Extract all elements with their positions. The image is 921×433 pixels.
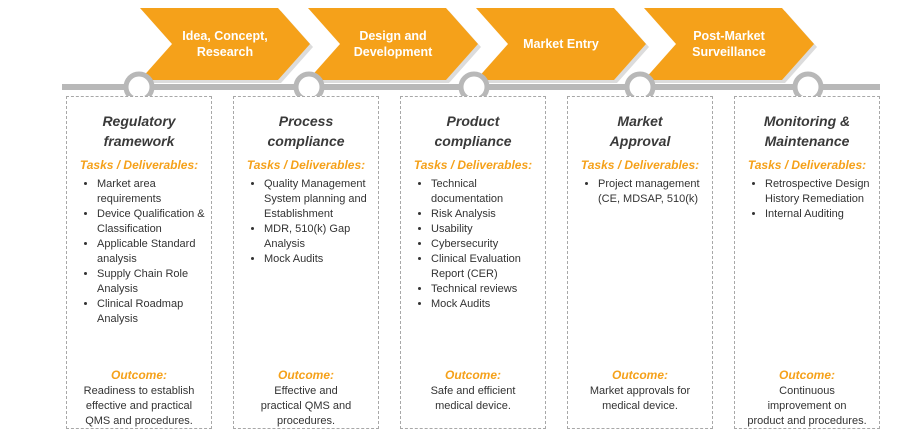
task-item: Retrospective Design History Remediation <box>765 177 875 207</box>
task-item: Mock Audits <box>431 297 541 312</box>
task-item: Internal Auditing <box>765 207 875 222</box>
task-item: Technical reviews <box>431 282 541 297</box>
phase-chevron-1 <box>140 8 310 80</box>
outcome-text: Readiness to establish effective and pra… <box>83 385 195 427</box>
task-item: Mock Audits <box>264 252 374 267</box>
outcome-heading: Outcome: <box>277 368 334 382</box>
phase-label-4: Post-Market Surveillance <box>692 29 766 59</box>
outcome-heading: Outcome: <box>611 368 668 382</box>
task-item: Device Qualification & Classification <box>97 207 207 237</box>
outcome-heading: Outcome: <box>778 368 835 382</box>
outcome-text: Market approvals for medical device. <box>589 385 691 412</box>
task-item: Applicable Standard analysis <box>97 237 207 267</box>
card-title: Process compliance <box>267 113 345 149</box>
outcome-text: Safe and efficient medical device. <box>430 385 516 412</box>
card-title: Monitoring & Maintenance <box>763 113 851 149</box>
task-item: Market area requirements <box>97 177 207 207</box>
card-regulatory-framework: Regulatory framework Tasks / Deliverable… <box>66 96 212 429</box>
task-item: Cybersecurity <box>431 237 541 252</box>
phase-label-3: Market Entry <box>523 37 599 51</box>
outcome-text: Continuous improvement on product and pr… <box>747 385 867 427</box>
phase-chevron-2 <box>308 8 478 80</box>
task-item: Technical documentation <box>431 177 541 207</box>
task-list: Technical documentation Risk Analysis Us… <box>409 177 541 312</box>
phase-label-1: Idea, Concept, Research <box>182 29 268 59</box>
task-item: Clinical Evaluation Report (CER) <box>431 252 541 282</box>
phase-label-2: Design and Development <box>353 29 433 59</box>
task-list: Project management (CE, MDSAP, 510(k) <box>576 177 708 207</box>
outcome-heading: Outcome: <box>444 368 501 382</box>
task-item: Usability <box>431 222 541 237</box>
card-product-compliance: Product compliance Tasks / Deliverables:… <box>400 96 546 429</box>
task-item: MDR, 510(k) Gap Analysis <box>264 222 374 252</box>
task-list: Market area requirements Device Qualific… <box>75 177 207 327</box>
tasks-heading: Tasks / Deliverables: <box>246 158 366 172</box>
card-title: Market Approval <box>609 113 671 149</box>
outcome-text: Effective and practical QMS and procedur… <box>260 385 352 427</box>
task-item: Risk Analysis <box>431 207 541 222</box>
phase-chevron-3 <box>476 8 646 80</box>
task-item: Supply Chain Role Analysis <box>97 267 207 297</box>
outcome-heading: Outcome: <box>110 368 167 382</box>
task-item: Clinical Roadmap Analysis <box>97 297 207 327</box>
task-list: Retrospective Design History Remediation… <box>743 177 875 222</box>
phase-chevron-4 <box>644 8 814 80</box>
task-item: Project management (CE, MDSAP, 510(k) <box>598 177 708 207</box>
card-title: Regulatory framework <box>102 113 176 149</box>
card-monitoring-maintenance: Monitoring & Maintenance Tasks / Deliver… <box>734 96 880 429</box>
task-list: Quality Management System planning and E… <box>242 177 374 267</box>
tasks-heading: Tasks / Deliverables: <box>79 158 199 172</box>
tasks-heading: Tasks / Deliverables: <box>413 158 533 172</box>
card-process-compliance: Process compliance Tasks / Deliverables:… <box>233 96 379 429</box>
task-item: Quality Management System planning and E… <box>264 177 374 222</box>
tasks-heading: Tasks / Deliverables: <box>747 158 867 172</box>
card-market-approval: Market Approval Tasks / Deliverables: Pr… <box>567 96 713 429</box>
card-title: Product compliance <box>434 113 512 149</box>
tasks-heading: Tasks / Deliverables: <box>580 158 700 172</box>
